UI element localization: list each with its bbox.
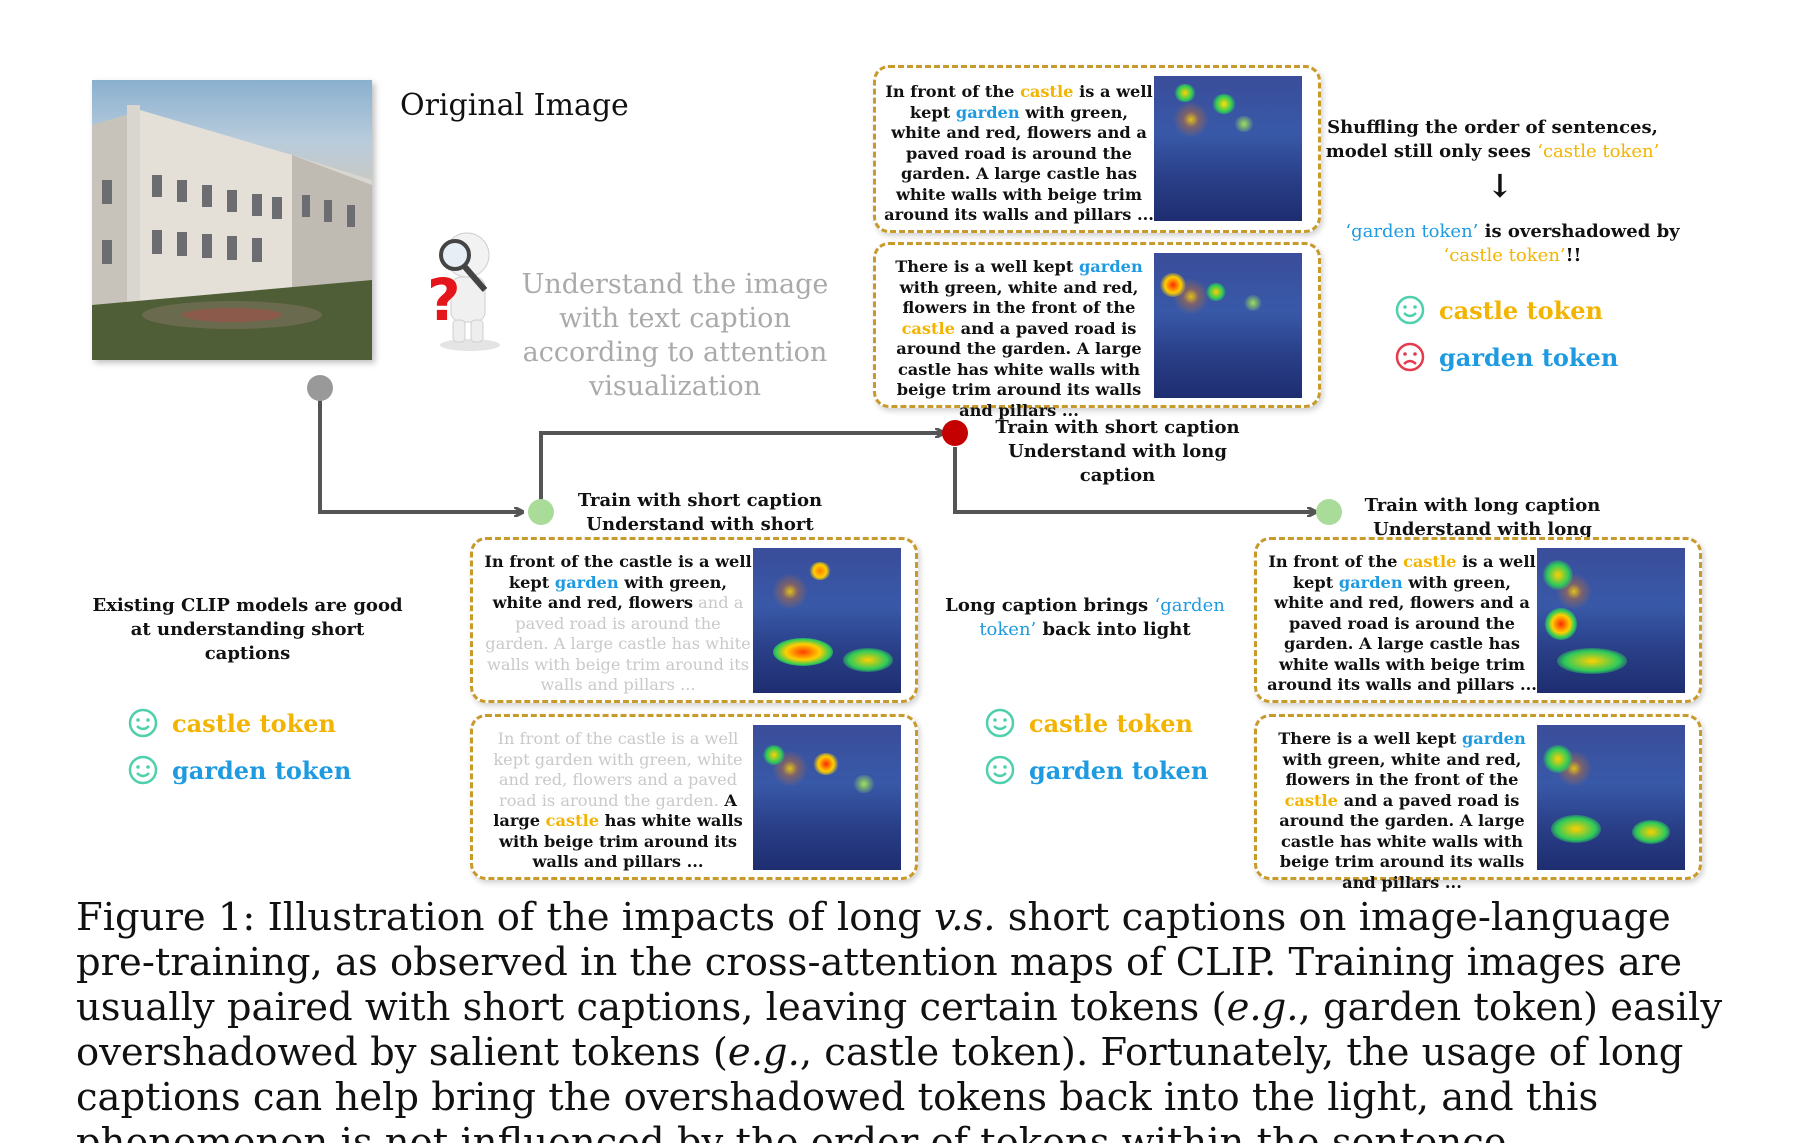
mixed-node <box>942 420 968 446</box>
caption-box-short-1: In front of the castle is a well kept ga… <box>470 537 918 703</box>
token-castle-left: castle token <box>128 708 336 738</box>
token-garden-middle: garden token <box>985 755 1208 785</box>
caption-box-long-2: There is a well kept garden with green, … <box>1254 714 1702 892</box>
smile-icon <box>128 708 158 738</box>
note-right-bottom: ‘garden token’ is overshadowed by ‘castl… <box>1345 221 1680 266</box>
caption-text-long-2: There is a well kept garden with green, … <box>1278 729 1526 892</box>
caption-text-top-1: In front of the castle is a well kept ga… <box>884 82 1154 224</box>
attention-map-top-1 <box>1154 76 1302 221</box>
attention-map-short-1 <box>753 548 901 693</box>
caption-box-short-2: In front of the castle is a well kept ga… <box>470 714 918 880</box>
caption-text-top-2: There is a well kept garden with green, … <box>895 257 1143 420</box>
smile-icon <box>985 755 1015 785</box>
token-castle-right: castle token <box>1395 295 1603 325</box>
frown-icon <box>1395 342 1425 372</box>
short-node <box>528 499 554 525</box>
stage-mixed-title: Train with short caption Understand with… <box>975 416 1260 488</box>
caption-box-long-1: In front of the castle is a well kept ga… <box>1254 537 1702 703</box>
figure-caption: Figure 1: Illustration of the impacts of… <box>76 895 1723 1143</box>
long-node <box>1316 499 1342 525</box>
attention-map-short-2 <box>753 725 901 870</box>
caption-text-long-1: In front of the castle is a well kept ga… <box>1267 552 1537 694</box>
caption-box-top-1: In front of the castle is a well kept ga… <box>873 65 1321 233</box>
caption-text-short-2: In front of the castle is a well kept ga… <box>493 729 743 871</box>
arrow-to-long <box>953 447 1315 512</box>
attention-map-long-1 <box>1537 548 1685 693</box>
caption-text-short-1: In front of the castle is a well kept ga… <box>484 552 752 694</box>
attention-map-top-2 <box>1154 253 1302 398</box>
smile-icon <box>985 708 1015 738</box>
token-garden-right: garden token <box>1395 342 1618 372</box>
helper-text: Understand the image with text caption a… <box>521 269 829 402</box>
original-image-label: Original Image <box>400 88 629 123</box>
token-castle-middle: castle token <box>985 708 1193 738</box>
note-left: Existing CLIP models are good at underst… <box>92 595 403 664</box>
note-middle: Long caption brings ‘garden token’ back … <box>945 595 1225 640</box>
attention-map-long-2 <box>1537 725 1685 870</box>
note-right-top: Shuffling the order of sentences, model … <box>1325 117 1660 162</box>
arrow-to-mixed <box>539 433 943 500</box>
stage-short-line1: Train with short caption <box>577 490 823 511</box>
castle-illustration <box>92 105 372 360</box>
svg-text:?: ? <box>427 266 461 334</box>
token-garden-left: garden token <box>128 755 351 785</box>
stage-mixed-line2: Understand with long caption <box>1008 441 1227 486</box>
smile-icon <box>1395 295 1425 325</box>
magnifier-figure-icon: ? <box>427 232 500 351</box>
stage-long-title: Train with long caption Understand with … <box>1345 494 1620 566</box>
arrow-to-short <box>318 388 522 512</box>
start-node <box>307 375 333 401</box>
smile-icon <box>128 755 158 785</box>
stage-mixed-line1: Train with short caption <box>995 417 1240 438</box>
caption-box-top-2: There is a well kept garden with green, … <box>873 242 1321 420</box>
stage-long-line1: Train with long caption <box>1364 495 1601 516</box>
down-arrow-icon: ↓ <box>1486 167 1514 205</box>
original-castle-image <box>92 80 372 360</box>
